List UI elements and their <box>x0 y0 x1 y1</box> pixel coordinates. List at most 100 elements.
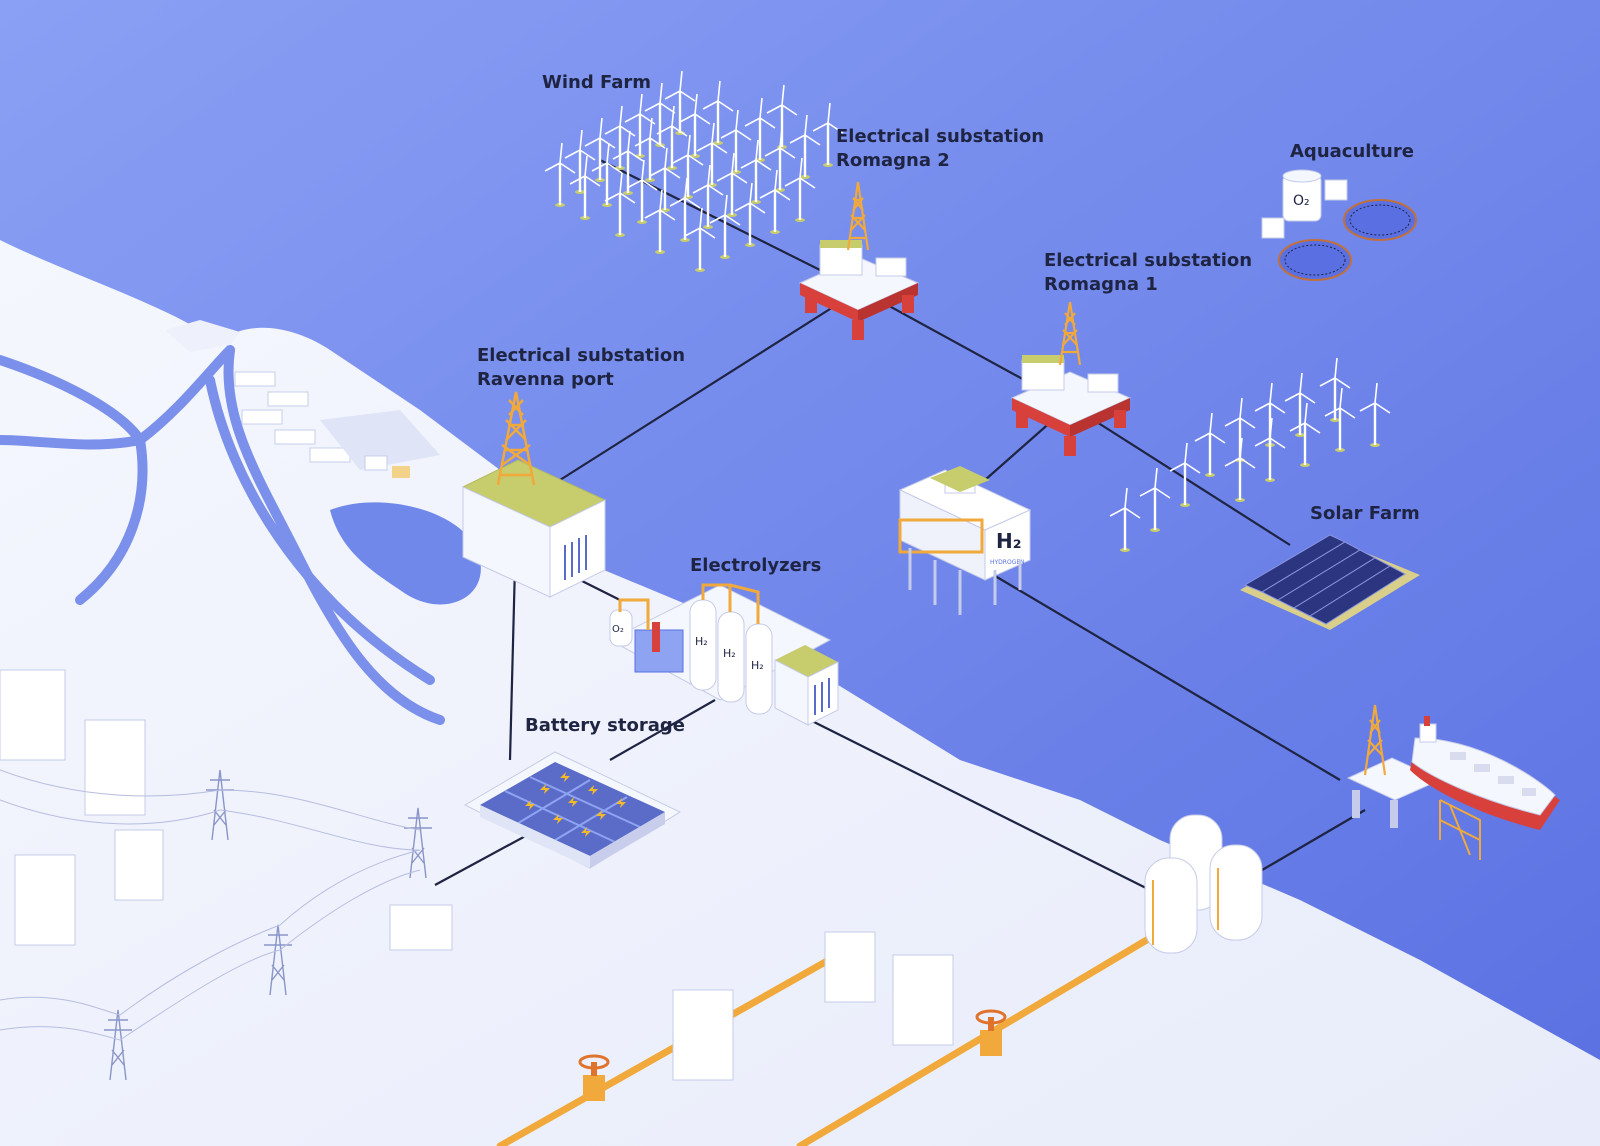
wind-turbine-icon <box>634 117 666 182</box>
wind-turbine-icon <box>759 169 791 234</box>
electrolyzer-plant: O₂ H₂ H₂ H₂ <box>608 583 839 726</box>
oxygen-label: O₂ <box>1293 193 1310 209</box>
wind-turbine-icon <box>1289 402 1321 467</box>
wind-turbine-icon <box>669 177 701 242</box>
wind-turbine-icon <box>784 157 816 222</box>
label-substation-romagna1-line2: Romagna 1 <box>1044 274 1158 295</box>
wind-turbine-icon <box>1254 417 1286 482</box>
wind-turbine-icon <box>812 102 844 167</box>
net-pen-icon <box>1278 199 1417 281</box>
wind-turbine-icon <box>1109 487 1141 552</box>
quay <box>165 320 240 352</box>
wind-turbine-icon <box>1324 387 1356 452</box>
wind-turbine-icon <box>766 84 798 149</box>
wind-turbine-icon <box>1139 467 1171 532</box>
lattice-tower-icon <box>496 391 536 486</box>
wind-turbine-icon <box>1284 372 1316 437</box>
bolt-icon <box>525 800 535 810</box>
tank-label-2: H₂ <box>723 647 736 660</box>
port-warehouses <box>234 371 440 478</box>
bolt-icon <box>553 814 563 824</box>
wind-turbine-icon <box>734 182 766 247</box>
wind-turbine-icon <box>740 139 772 204</box>
power-lines <box>0 769 421 1041</box>
wind-turbine-icon <box>612 130 644 195</box>
label-substation-romagna2-line1: Electrical substation <box>836 126 1044 147</box>
wind-farm-north <box>544 70 844 272</box>
label-aquaculture: Aquaculture <box>1290 141 1414 162</box>
substation-romagna1-platform <box>1010 301 1132 456</box>
wind-turbine-icon <box>709 194 741 259</box>
wind-turbine-icon <box>624 93 656 158</box>
bolt-icon <box>596 810 606 820</box>
pylon-icon <box>264 924 292 996</box>
bolt-icon <box>568 797 578 807</box>
lagoon <box>330 502 481 605</box>
storage-tank-icon <box>1144 814 1263 954</box>
lattice-tower-icon <box>1363 704 1387 776</box>
label-substation-romagna1-line1: Electrical substation <box>1044 250 1252 271</box>
bolt-icon <box>560 772 570 782</box>
wind-turbine-icon <box>664 70 696 135</box>
onshore-storage-tanks <box>1144 814 1263 954</box>
wind-turbine-icon <box>656 105 688 170</box>
ship-icon <box>1410 716 1560 830</box>
wind-turbine-icon <box>720 109 752 174</box>
wind-turbine-icon <box>679 93 711 158</box>
valve-icon <box>975 1009 1007 1056</box>
label-substation-ravenna-line1: Electrical substation <box>477 345 685 366</box>
solar-panel-icon <box>1243 534 1406 625</box>
wind-turbine-icon <box>644 189 676 254</box>
label-substation-romagna2-line2: Romagna 2 <box>836 150 950 171</box>
h2-sign: H₂ <box>996 529 1022 553</box>
battery-storage-unit <box>463 751 682 869</box>
solar-farm <box>1240 534 1420 630</box>
wind-turbine-icon <box>716 152 748 217</box>
wind-turbine-icon <box>764 127 796 192</box>
wind-turbine-icon <box>1319 357 1351 422</box>
wind-turbine-icon <box>789 114 821 179</box>
wind-farm-east <box>1109 357 1391 552</box>
wind-turbine-icon <box>604 172 636 237</box>
wind-turbine-icon <box>684 207 716 272</box>
bolt-icon <box>540 784 550 794</box>
wind-turbine-icon <box>569 155 601 220</box>
pylon-icon <box>104 1009 132 1081</box>
storage-tank-icon <box>689 599 773 715</box>
wind-turbine-icon <box>649 147 681 212</box>
substation-romagna2-platform <box>798 181 920 340</box>
bolt-icon <box>588 785 598 795</box>
oxygen-tank-icon: O₂ <box>1282 169 1322 222</box>
tank-label-1: H₂ <box>695 635 708 648</box>
wind-turbine-icon <box>696 122 728 187</box>
city-buildings <box>0 669 954 1081</box>
valve-icon <box>578 1054 610 1101</box>
offshore-terminal <box>1346 704 1481 860</box>
lattice-tower-icon <box>1058 301 1082 366</box>
wind-turbine-icon <box>1194 412 1226 477</box>
bolt-icons <box>525 772 626 837</box>
label-wind-farm: Wind Farm <box>542 72 651 93</box>
wind-turbine-icon <box>1359 382 1391 447</box>
hydrogen-offshore-plant: H₂ HYDROGEN <box>898 466 1032 615</box>
oxygen-tank-label: O₂ <box>612 624 624 635</box>
oxygen-tank-icon: O₂ <box>609 609 633 647</box>
wind-turbine-icon <box>702 80 734 145</box>
label-solar-farm: Solar Farm <box>1310 503 1420 524</box>
hydrogen-sign: HYDROGEN <box>990 559 1025 566</box>
wind-turbine-icon <box>584 117 616 182</box>
label-battery-storage: Battery storage <box>525 715 685 736</box>
wind-turbine-icon <box>626 159 658 224</box>
wind-turbine-icon <box>692 164 724 229</box>
lattice-tower-icon <box>846 181 870 251</box>
substation-ravenna-building <box>461 391 607 598</box>
bolt-icon <box>616 798 626 808</box>
wind-turbine-icon <box>1224 437 1256 502</box>
pylon-icon <box>404 807 432 879</box>
wind-turbine-icon <box>591 142 623 207</box>
label-substation-ravenna-line2: Ravenna port <box>477 369 614 390</box>
wind-turbine-icon <box>564 129 596 194</box>
river-channels <box>0 345 445 725</box>
wind-turbine-icon <box>544 142 576 207</box>
